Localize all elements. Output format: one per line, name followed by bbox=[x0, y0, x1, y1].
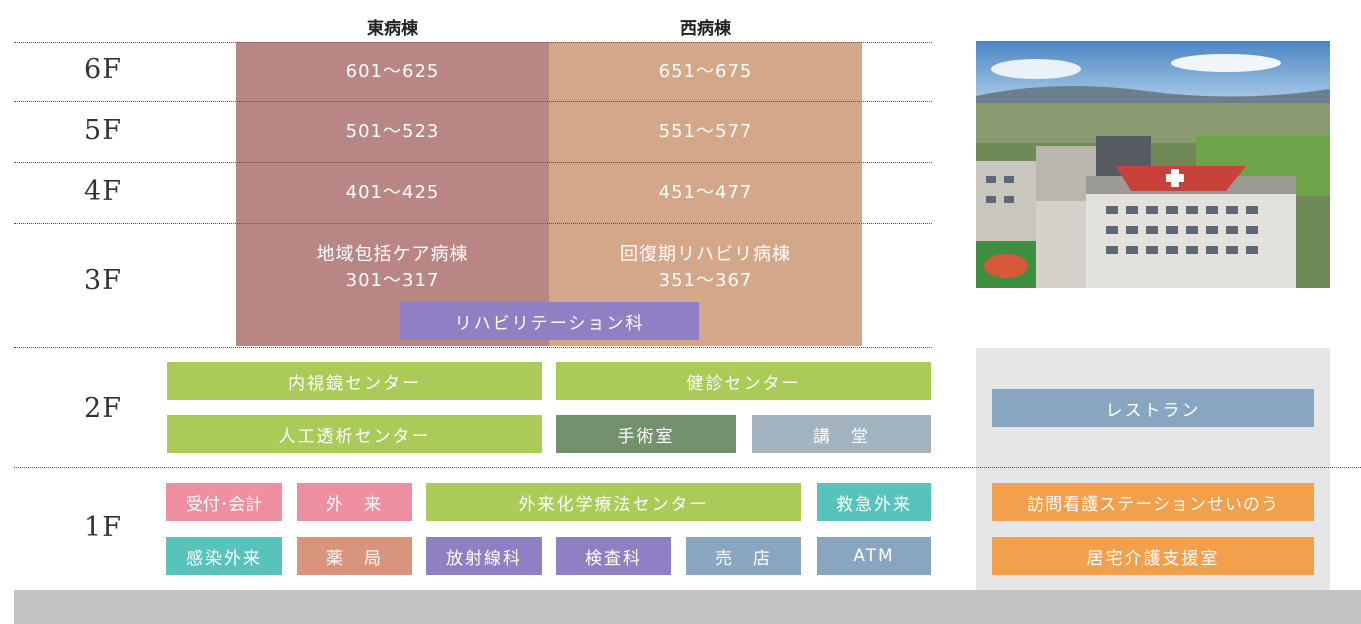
floor-label-6f: 6F bbox=[84, 54, 122, 85]
atm: ATM bbox=[817, 537, 931, 575]
floor-divider bbox=[14, 467, 1361, 468]
home-care-support-office: 居宅介護支援室 bbox=[992, 537, 1314, 575]
endoscopy-center: 内視鏡センター bbox=[167, 362, 542, 400]
home-nursing-station: 訪問看護ステーションせいのう bbox=[992, 483, 1314, 521]
east-wing-column bbox=[236, 42, 549, 346]
ward-3f-west-rooms: 351～367 bbox=[658, 270, 753, 291]
rehabilitation-dept: リハビリテーション科 bbox=[400, 302, 699, 340]
ward-6f-east: 601～625 bbox=[345, 60, 440, 82]
restaurant: レストラン bbox=[992, 389, 1314, 427]
floor-label-2f: 2F bbox=[84, 393, 122, 424]
outpatient: 外 来 bbox=[297, 483, 412, 521]
chemotherapy-center: 外来化学療法センター bbox=[426, 483, 801, 521]
ground-bar bbox=[14, 590, 1361, 624]
laboratory: 検査科 bbox=[556, 537, 671, 575]
west-wing-header: 西病棟 bbox=[680, 19, 731, 39]
radiology: 放射線科 bbox=[426, 537, 542, 575]
ward-3f-west: 回復期リハビリ病棟 351～367 bbox=[549, 238, 862, 298]
ward-6f-west: 651～675 bbox=[658, 60, 753, 82]
west-wing-column bbox=[549, 42, 862, 346]
floor-label-4f: 4F bbox=[84, 176, 122, 207]
east-wing-header: 東病棟 bbox=[367, 19, 418, 39]
ward-3f-east: 地域包括ケア病棟 301～317 bbox=[236, 238, 549, 298]
reception-cashier: 受付･会計 bbox=[166, 483, 282, 521]
ward-5f-west: 551～577 bbox=[658, 120, 753, 142]
infection-outpatient: 感染外来 bbox=[166, 537, 282, 575]
ward-3f-east-name: 地域包括ケア病棟 bbox=[316, 243, 469, 265]
emergency-outpatient: 救急外来 bbox=[817, 483, 931, 521]
floor-label-5f: 5F bbox=[84, 115, 122, 146]
floor-divider bbox=[14, 347, 932, 348]
floor-label-3f: 3F bbox=[84, 265, 122, 296]
shop: 売 店 bbox=[686, 537, 801, 575]
hospital-building-photo bbox=[976, 41, 1330, 288]
pharmacy: 薬 局 bbox=[297, 537, 412, 575]
floor-label-1f: 1F bbox=[84, 512, 122, 543]
floor-divider bbox=[14, 101, 932, 102]
health-checkup-center: 健診センター bbox=[556, 362, 931, 400]
floor-divider bbox=[14, 42, 932, 43]
auditorium: 講 堂 bbox=[752, 415, 931, 453]
ward-5f-east: 501～523 bbox=[345, 120, 440, 142]
ward-4f-east: 401～425 bbox=[345, 181, 440, 203]
floor-divider bbox=[14, 223, 932, 224]
ward-3f-east-rooms: 301～317 bbox=[345, 270, 440, 291]
dialysis-center: 人工透析センター bbox=[167, 415, 542, 453]
operating-room: 手術室 bbox=[556, 415, 736, 453]
ward-3f-west-name: 回復期リハビリ病棟 bbox=[620, 243, 791, 265]
ward-4f-west: 451～477 bbox=[658, 181, 753, 203]
floor-divider bbox=[14, 162, 932, 163]
